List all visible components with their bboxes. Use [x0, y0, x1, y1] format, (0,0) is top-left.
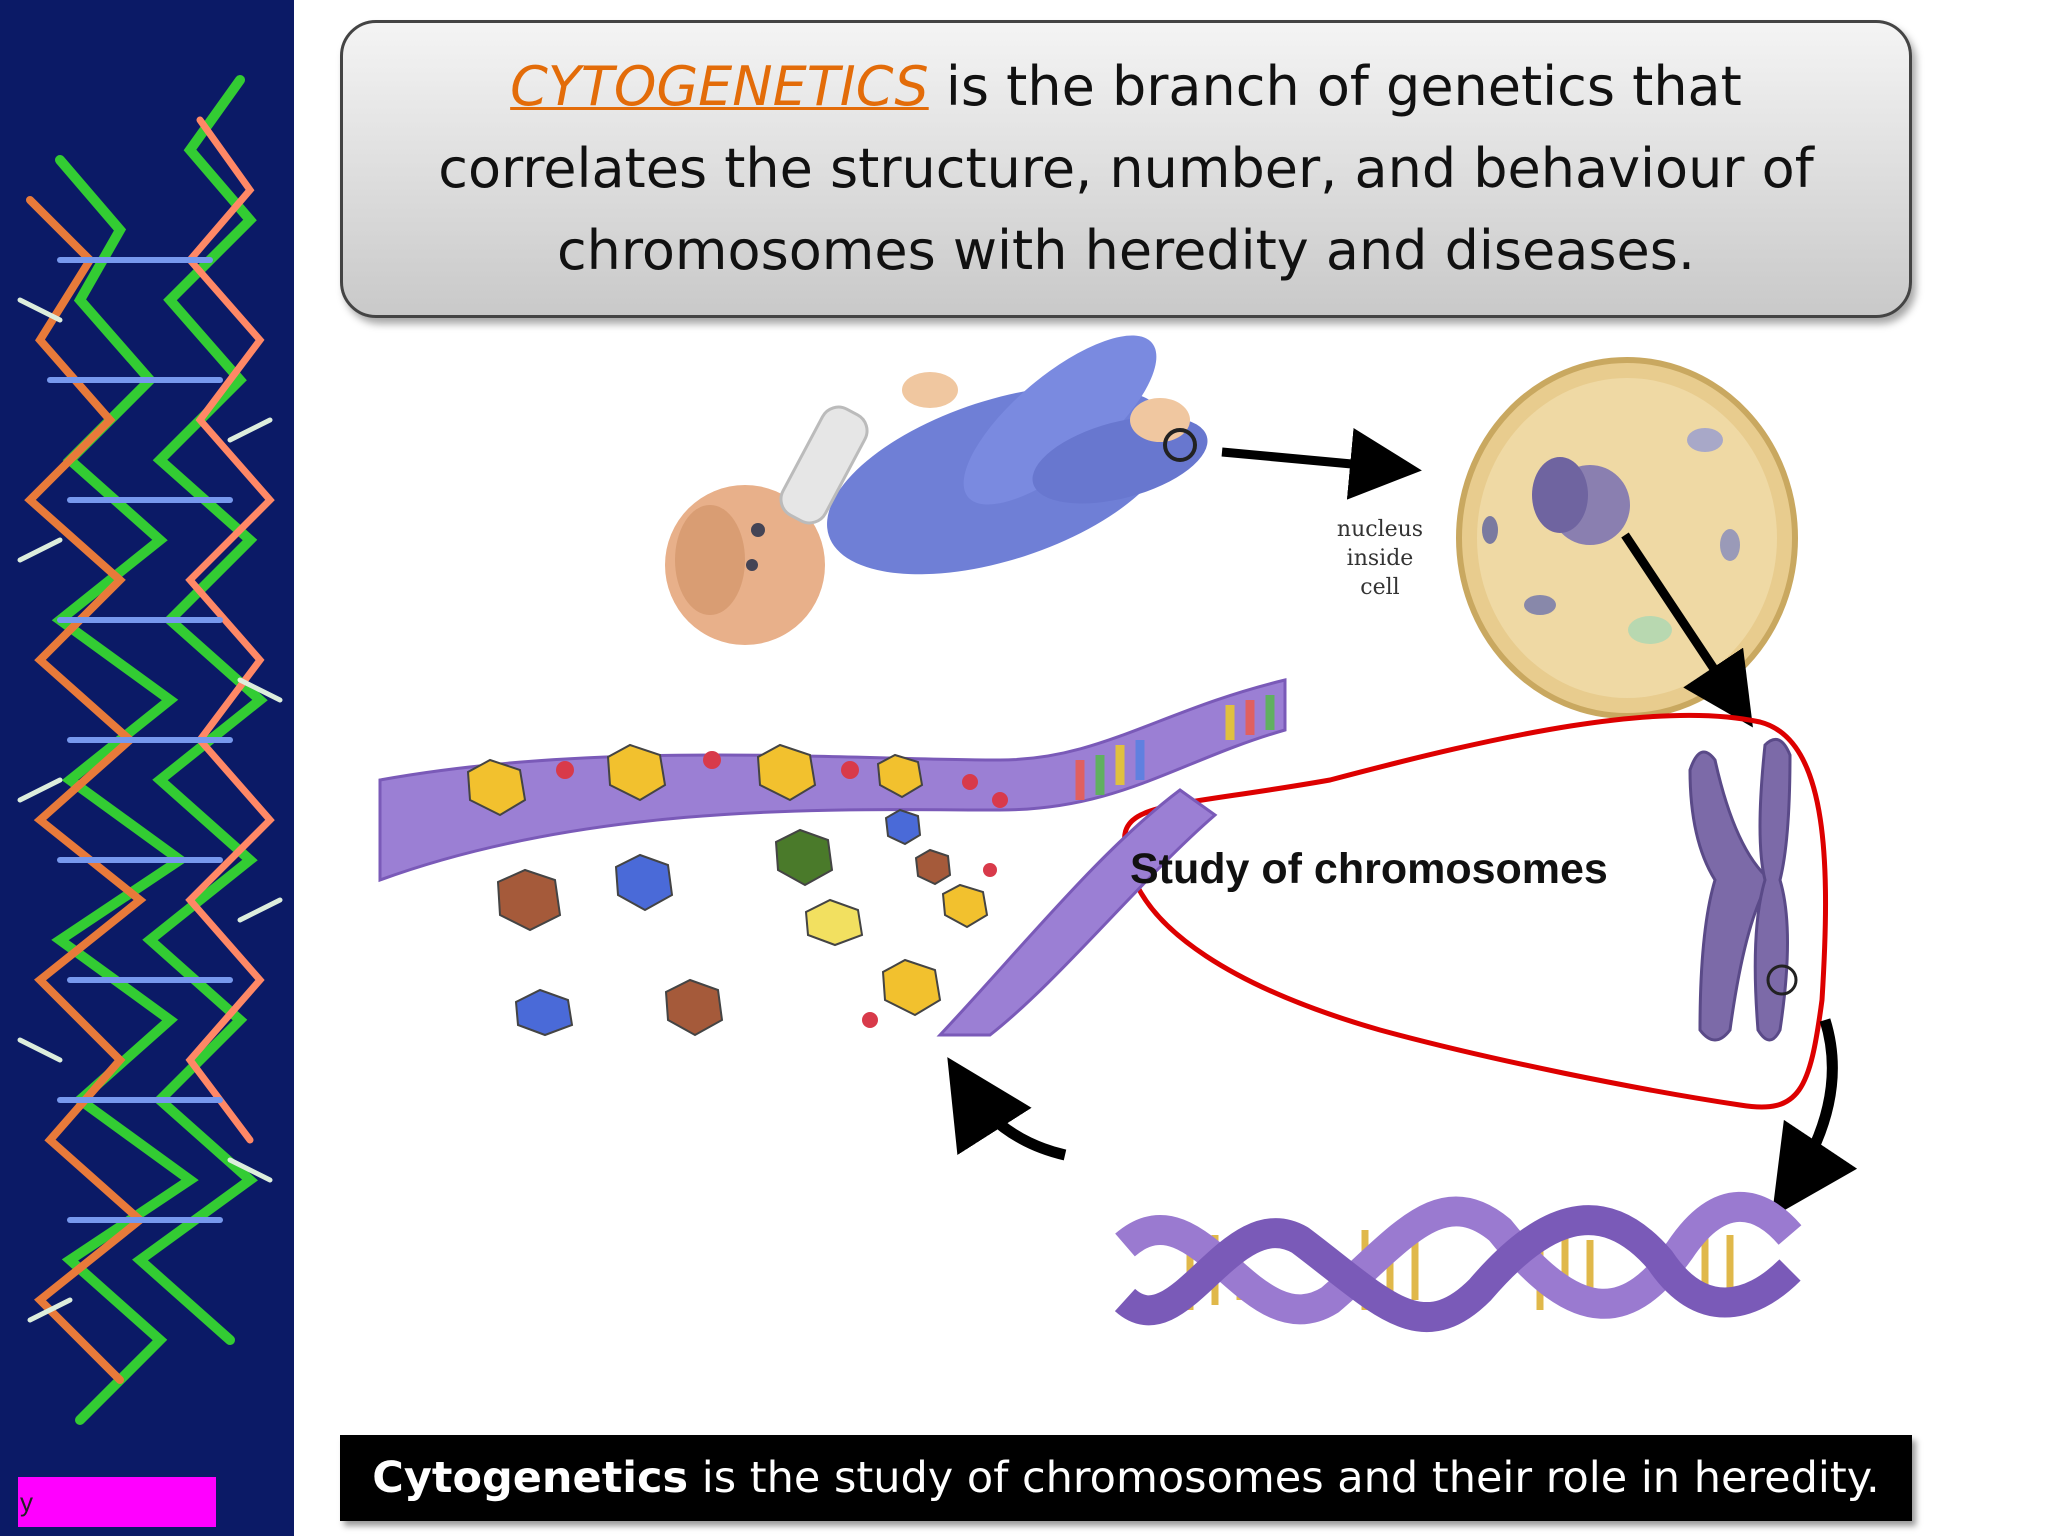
chromosome-illustration — [1688, 737, 1798, 1042]
baby-illustration — [665, 335, 1208, 645]
arrow-to-chromosome — [1621, 532, 1753, 728]
title-box: CYTOGENETICS is the branch of genetics t… — [340, 20, 1912, 318]
arrow-to-helix — [1771, 1018, 1858, 1218]
bottom-term: Cytogenetics — [372, 1453, 689, 1503]
study-of-chromosomes-label: Study of chromosomes — [1130, 845, 1608, 893]
double-helix-illustration — [1114, 1191, 1802, 1333]
title-text: CYTOGENETICS is the branch of genetics t… — [398, 46, 1853, 292]
title-line2: correlates the structure, number, and be… — [438, 137, 1814, 200]
cytogenetics-cycle-illustration — [378, 335, 1858, 1333]
arrow-to-dna-structure — [947, 1057, 1067, 1161]
bottom-definition-text: is the study of chromosomes and their ro… — [688, 1453, 1880, 1503]
cell-label: nucleus inside cell — [1325, 515, 1435, 602]
cell-label-line1: nucleus — [1336, 517, 1424, 542]
title-line3: chromosomes with heredity and diseases. — [556, 219, 1696, 282]
cell-label-line2: inside — [1346, 546, 1414, 571]
dna-molecule-illustration — [17, 75, 283, 1425]
bottom-definition-bar: Cytogenetics is the study of chromosomes… — [340, 1435, 1912, 1521]
highlight-outline — [1122, 712, 1829, 1110]
cell-label-line3: cell — [1360, 575, 1400, 600]
title-line1-rest: is the branch of genetics that — [928, 55, 1742, 118]
arrow-to-cell — [1221, 428, 1422, 500]
dna-structure-illustration — [378, 678, 1287, 1037]
footer-tag: y — [18, 1477, 216, 1527]
title-term: CYTOGENETICS — [510, 55, 929, 118]
sidebar: y — [0, 0, 294, 1536]
